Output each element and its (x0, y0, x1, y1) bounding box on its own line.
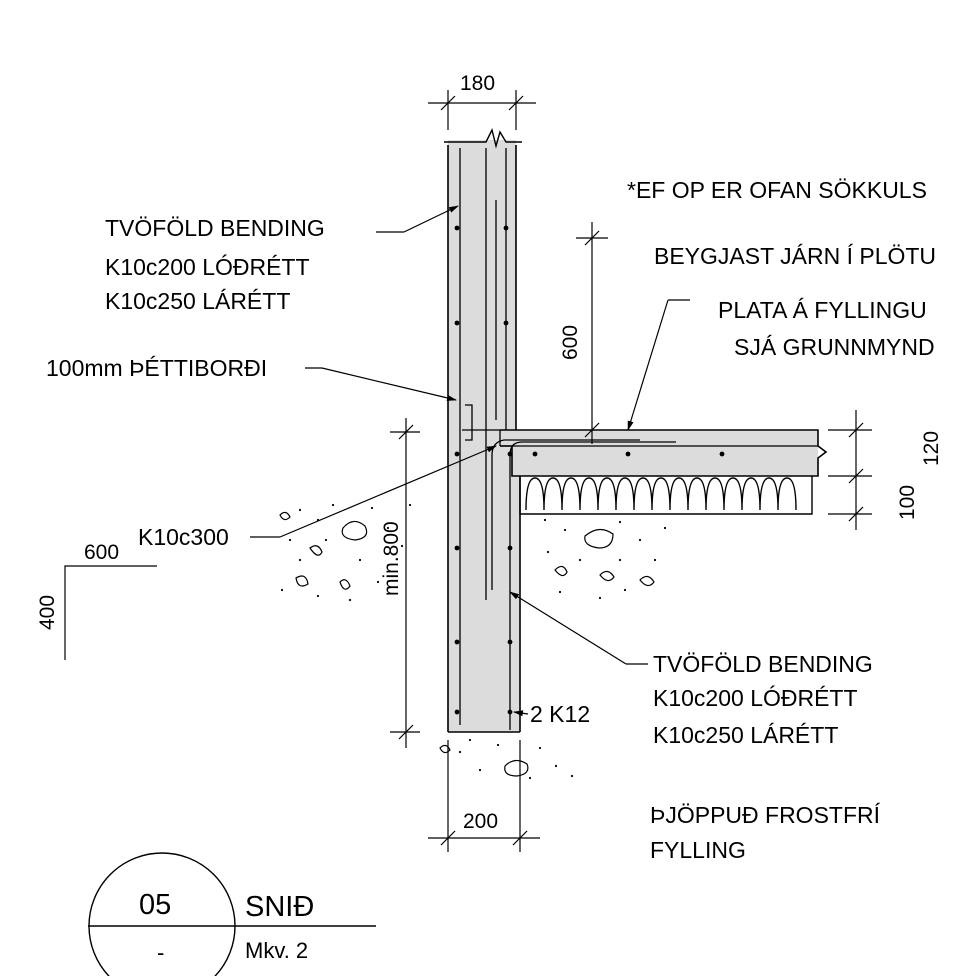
wall-reinf-top-line1: TVÖFÖLD BENDING (105, 215, 325, 241)
min-depth-dim: min.800 (380, 521, 403, 596)
section-title-block: 05 - SNIÐ Mkv. 2 (88, 852, 376, 976)
insulation-layer (519, 476, 813, 515)
floor-slab (500, 429, 828, 477)
corner-bar-label: K10c300 (138, 524, 229, 550)
wall-thickness-dim: 180 (460, 72, 495, 95)
corner-bar-horizontal-dim: 600 (84, 541, 119, 564)
slab-note-line2: SJÁ GRUNNMYND (734, 334, 935, 360)
fill-stipple (280, 503, 667, 780)
dimension-lines (64, 90, 872, 852)
wall-reinf-bottom-line2: K10c200 LÓÐRÉTT (653, 685, 858, 711)
leader-lines (250, 205, 690, 717)
section-sheet: - (157, 940, 164, 965)
bottom-bars-label: 2 K12 (530, 701, 590, 727)
slab-thickness-dim: 120 (920, 431, 943, 466)
insulation-thickness-dim: 100 (896, 485, 919, 520)
wall-reinf-top-line2: K10c200 LÓÐRÉTT (105, 254, 310, 280)
opening-note-line2: BEYGJAST JÁRN Í PLÖTU (654, 243, 936, 269)
section-scale: Mkv. 2 (245, 938, 308, 963)
compacted-fill-gravel (279, 511, 655, 777)
wall-reinf-bottom-line1: TVÖFÖLD BENDING (653, 651, 873, 677)
anchor-length-dim: 600 (559, 325, 582, 360)
wall-reinf-bottom-line3: K10c250 LÁRÉTT (653, 722, 838, 748)
wall-reinf-top-line3: K10c250 LÁRÉTT (105, 288, 290, 314)
section-number: 05 (139, 889, 171, 921)
footing-width-dim: 200 (463, 810, 498, 833)
corner-bar-vertical-dim: 400 (36, 595, 59, 630)
section-title: SNIÐ (245, 891, 314, 923)
opening-note-line1: *EF OP ER OFAN SÖKKULS (627, 177, 927, 203)
slab-note-line1: PLATA Á FYLLINGU (718, 297, 927, 323)
water-stop-label: 100mm ÞÉTTIBORÐI (46, 355, 267, 381)
rebar-dots (454, 225, 725, 715)
fill-note-line1: ÞJÖPPUÐ FROSTFRÍ (650, 802, 881, 828)
fill-note-line2: FYLLING (650, 837, 746, 863)
